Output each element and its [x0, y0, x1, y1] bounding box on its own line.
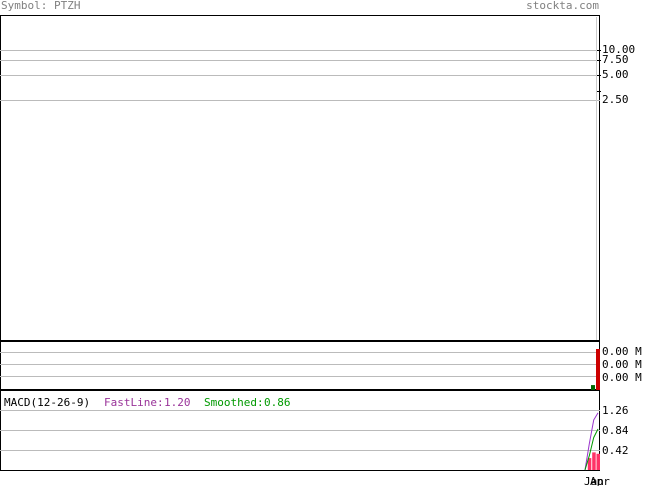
volume-tick-label: 0.00 M: [602, 371, 642, 384]
macd-histogram-bar: [596, 453, 600, 470]
symbol-label: Symbol: PTZH: [1, 0, 81, 12]
macd-fastline: [584, 412, 599, 471]
price-tick-label: 5.00: [602, 68, 629, 81]
macd-histogram-bar: [592, 452, 596, 470]
smoothed-label: Smoothed:: [204, 396, 264, 409]
smoothed-value: 0.86: [264, 396, 291, 409]
volume-tick-label: 0.00 M: [602, 345, 642, 358]
volume-bar: [591, 385, 595, 390]
macd-tick-label: 0.42: [602, 444, 629, 457]
price-tick-label: 7.50: [602, 53, 629, 66]
x-tick-label: Apr: [590, 475, 610, 486]
price-panel: 10.00 7.50 5.00 2.50: [0, 15, 635, 341]
macd-tick-label: 0.84: [602, 424, 629, 437]
fastline-label: FastLine:: [104, 396, 164, 409]
price-tick-label: 10.00: [602, 43, 635, 56]
volume-bar: [596, 349, 600, 390]
macd-title: MACD(12-26-9): [4, 396, 90, 409]
site-name: stockta.com: [526, 0, 599, 12]
macd-histogram-bar: [587, 458, 592, 470]
volume-tick-label: 0.00 M: [602, 358, 642, 371]
macd-smoothed-line: [584, 428, 599, 471]
macd-histogram: [587, 452, 600, 470]
x-tick-label: Jan: [584, 475, 604, 486]
fastline-value: 1.20: [164, 396, 191, 409]
price-tick-label: 2.50: [602, 93, 629, 106]
volume-panel: 0.00 M 0.00 M 0.00 M: [0, 341, 642, 390]
macd-tick-label: 1.26: [602, 404, 629, 417]
macd-panel: MACD(12-26-9) FastLine: 1.20 Smoothed: 0…: [0, 390, 629, 486]
